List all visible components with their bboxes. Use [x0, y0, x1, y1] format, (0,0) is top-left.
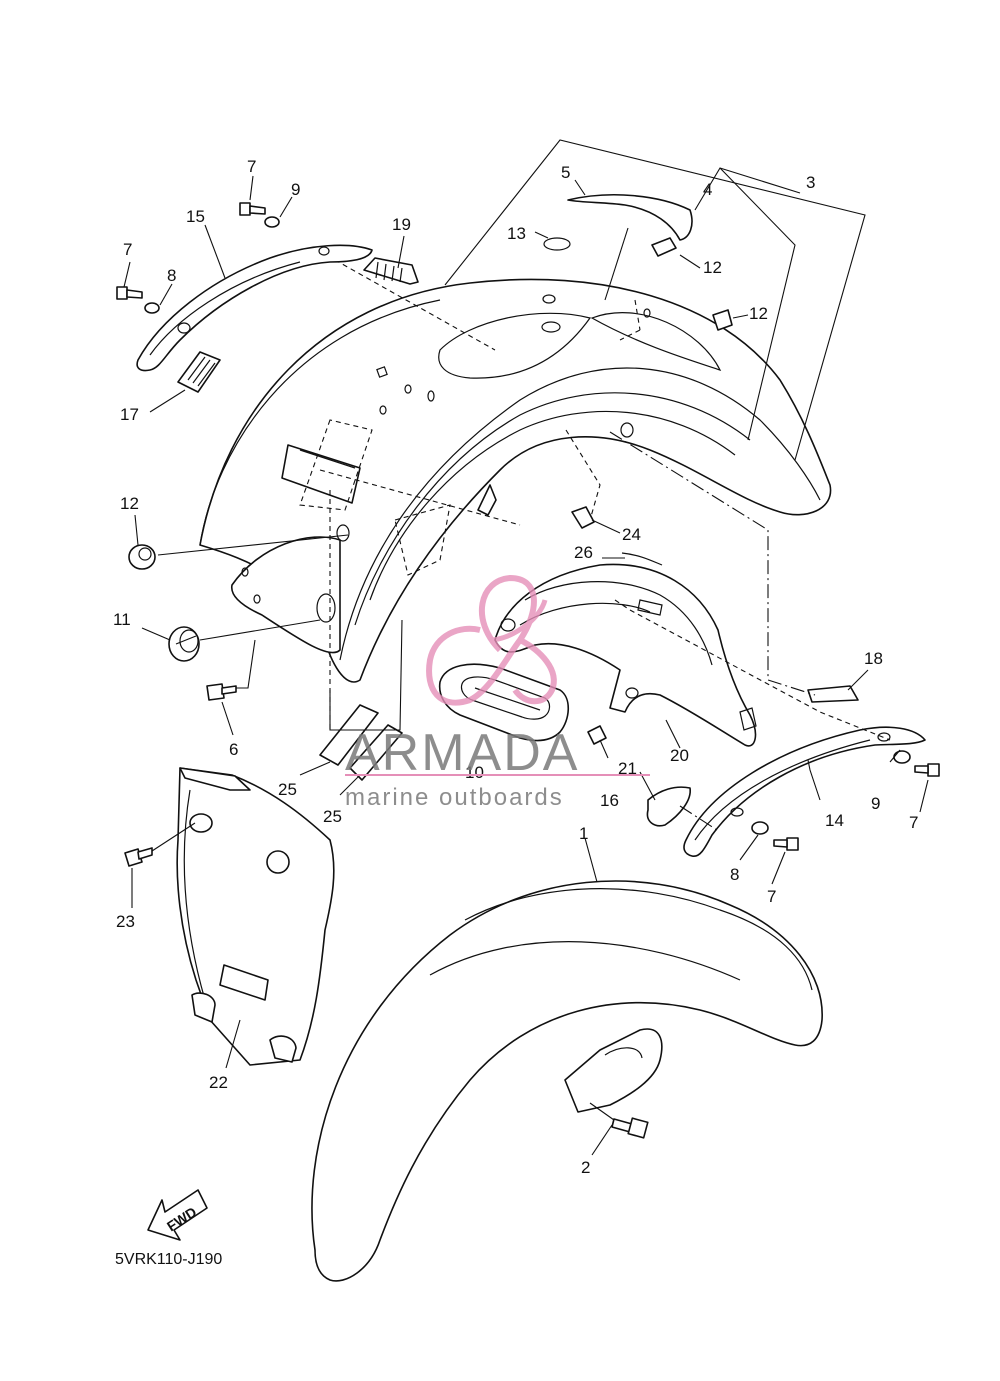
clip-24 [571, 506, 595, 529]
front-fender-1 [311, 880, 823, 1282]
bolt-7-left [116, 286, 143, 300]
callout-3: 3 [806, 173, 815, 192]
leader-lines [123, 175, 929, 1156]
callout-7-right-top: 7 [909, 813, 918, 832]
strip-26 [621, 552, 663, 566]
bolt-7-top [239, 202, 266, 216]
callout-9-right: 9 [871, 794, 880, 813]
callout-21: 21 [618, 759, 637, 778]
callout-24: 24 [622, 525, 641, 544]
rear-fender [199, 278, 832, 683]
callout-6: 6 [229, 740, 238, 759]
emblem-strip [567, 194, 693, 241]
grommet-11 [168, 626, 200, 662]
grommet-12-left [128, 544, 156, 570]
callout-13: 13 [507, 224, 526, 243]
callout-18: 18 [864, 649, 883, 668]
side-cover-22 [176, 767, 335, 1066]
fwd-arrow-icon: FWD [147, 1189, 208, 1241]
reflector-16 [646, 786, 691, 827]
reflector-18 [807, 685, 859, 703]
bolt-6 [206, 683, 237, 701]
callout-2: 2 [581, 1158, 590, 1177]
callout-numbers: 1 2 3 4 5 6 7 7 7 7 8 8 9 9 10 11 12 12 … [113, 157, 918, 1177]
watermark: ARMADA marine outboards [345, 724, 650, 811]
callout-1: 1 [579, 824, 588, 843]
callout-17: 17 [120, 405, 139, 424]
callout-7-top: 7 [247, 157, 256, 176]
callout-8-left: 8 [167, 266, 176, 285]
callout-19: 19 [392, 215, 411, 234]
inner-fender-20 [494, 563, 757, 747]
callout-16: 16 [600, 791, 619, 810]
armada-logo [426, 574, 557, 706]
callout-11: 11 [113, 610, 131, 629]
callout-8-right: 8 [730, 865, 739, 884]
bolt-7-right-bottom [773, 837, 799, 851]
callout-20: 20 [670, 746, 689, 765]
callout-9-top: 9 [291, 180, 300, 199]
callout-25-b: 25 [323, 807, 342, 826]
callout-25-a: 25 [278, 780, 297, 799]
reflector-19 [363, 257, 419, 285]
callout-12-b: 12 [749, 304, 768, 323]
washer-13 [543, 237, 571, 251]
bolt-7-right-top [914, 763, 940, 777]
watermark-tagline: marine outboards [345, 784, 564, 811]
reflector-17 [177, 351, 221, 393]
callout-26: 26 [574, 543, 593, 562]
callout-22: 22 [209, 1073, 228, 1092]
lens-frame-10 [438, 663, 570, 742]
watermark-brand: ARMADA [345, 724, 579, 782]
side-rail-right [683, 726, 926, 858]
callout-7-right-bottom: 7 [767, 887, 776, 906]
diagram-code: 5VRK110-J190 [115, 1251, 222, 1268]
callout-4: 4 [703, 180, 712, 199]
callout-5: 5 [561, 163, 570, 182]
bolt-21 [587, 725, 607, 745]
callout-12-c: 12 [120, 494, 139, 513]
callout-23: 23 [116, 912, 135, 931]
callout-12-a: 12 [703, 258, 722, 277]
bolt-2 [611, 1117, 649, 1139]
callout-10: 10 [465, 763, 484, 782]
bolt-23 [124, 847, 153, 867]
callout-7-left: 7 [123, 240, 132, 259]
side-rail-left [136, 244, 373, 372]
callout-14: 14 [825, 811, 844, 830]
callout-15: 15 [186, 207, 205, 226]
